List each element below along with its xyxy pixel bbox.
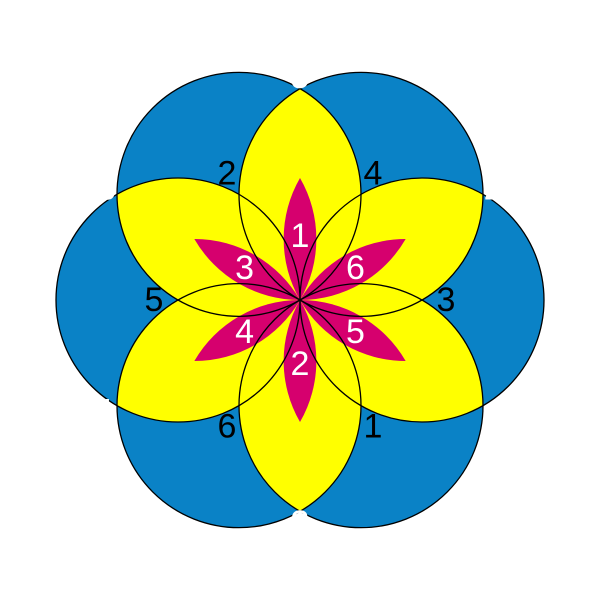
middle-number-left: 5 <box>145 281 164 319</box>
inner-number-upper-right: 6 <box>346 249 365 287</box>
inner-petal-lower-left <box>194 300 300 361</box>
middle-number-upper-right: 4 <box>364 155 383 193</box>
middle-number-right: 3 <box>437 281 456 319</box>
inner-petal-upper-left <box>194 239 300 300</box>
outer-number-upper-left: 6 <box>97 170 116 208</box>
inner-number-upper-left: 3 <box>235 249 254 287</box>
inner-region-group <box>194 178 406 422</box>
inner-number-lower-right: 5 <box>346 313 365 351</box>
outer-number-lower-left: 1 <box>97 393 116 431</box>
outer-number-top: 5 <box>291 58 310 96</box>
inner-number-bottom: 2 <box>291 345 310 383</box>
inner-petal-lower-right <box>300 300 406 361</box>
outer-number-upper-right: 2 <box>484 170 503 208</box>
inner-petal-top <box>283 178 317 300</box>
middle-number-upper-left: 2 <box>218 155 237 193</box>
inner-number-lower-left: 4 <box>235 313 254 351</box>
circle-outline-upper-left <box>116 71 362 317</box>
middle-number-lower-right: 1 <box>364 407 383 445</box>
inner-petal-upper-right <box>300 239 406 300</box>
middle-number-lower-left: 6 <box>218 407 237 445</box>
outer-number-bottom: 3 <box>291 504 310 542</box>
inner-petal-bottom <box>283 300 317 422</box>
number-label-group: 5 2 4 3 1 6 4 3 1 6 5 2 1 6 5 2 4 3 <box>97 58 502 542</box>
inner-number-top: 1 <box>291 217 310 255</box>
outer-number-lower-right: 4 <box>484 393 503 431</box>
circle-outline-group <box>55 71 545 529</box>
